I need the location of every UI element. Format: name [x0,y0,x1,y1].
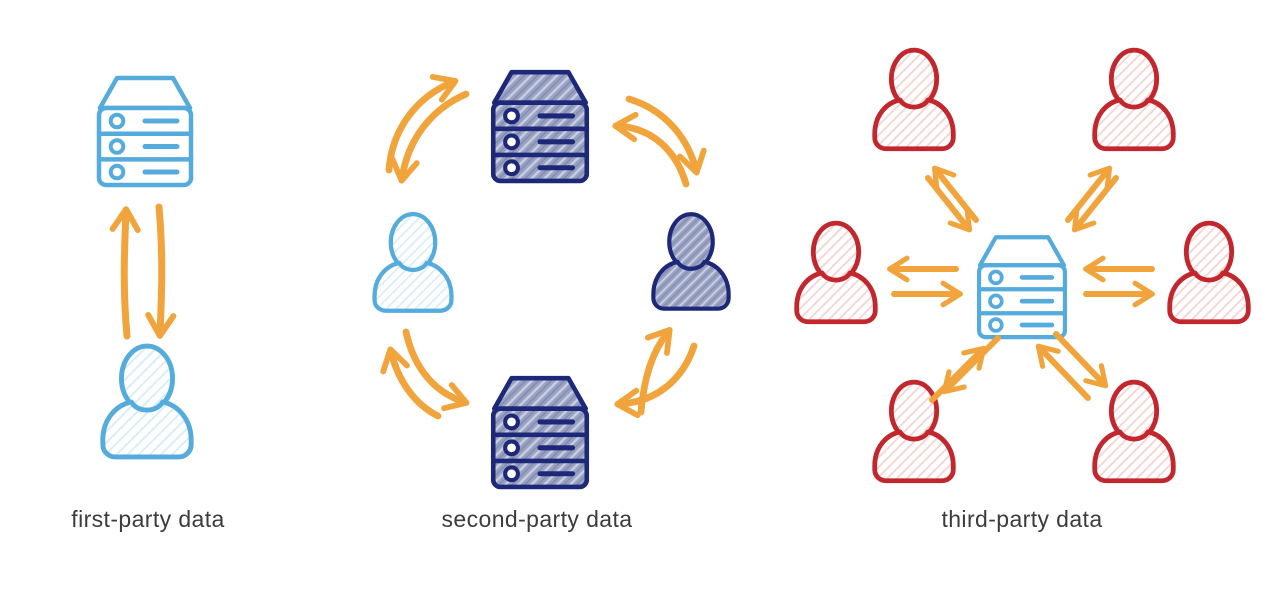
person-icon [875,50,954,149]
third-party-label: third-party data [941,506,1103,532]
person-icon [1095,50,1174,149]
curved-arrow-icon [637,326,673,416]
curved-arrow-icon [389,90,470,184]
third-party-group [797,50,1249,481]
arrow-icon [925,175,973,233]
second-party-label: second-party data [441,506,633,532]
person-icon [1095,382,1174,481]
curved-arrow-icon [612,111,690,188]
server-icon [493,378,587,487]
arrow-icon [1035,343,1091,401]
curved-arrow-icon [625,95,707,176]
curved-arrow-icon [380,346,442,420]
arrow-down-icon [145,203,177,339]
curved-arrow-icon [402,328,470,412]
second-party-group [375,72,729,487]
person-icon [1170,223,1249,322]
server-icon [979,237,1065,337]
server-icon [99,78,191,185]
first-party-label: first-party data [71,506,225,532]
arrow-icon [1071,175,1119,233]
first-party-group [99,78,191,457]
person-icon [103,346,191,457]
person-icon [375,214,452,311]
arrow-up-icon [109,206,141,340]
curved-arrow-icon [614,342,698,419]
server-icon [493,72,587,181]
arrow-icon [1053,331,1109,389]
arrow-icon [929,345,987,403]
person-icon [653,214,728,309]
person-icon [875,382,954,481]
person-icon [797,223,876,322]
